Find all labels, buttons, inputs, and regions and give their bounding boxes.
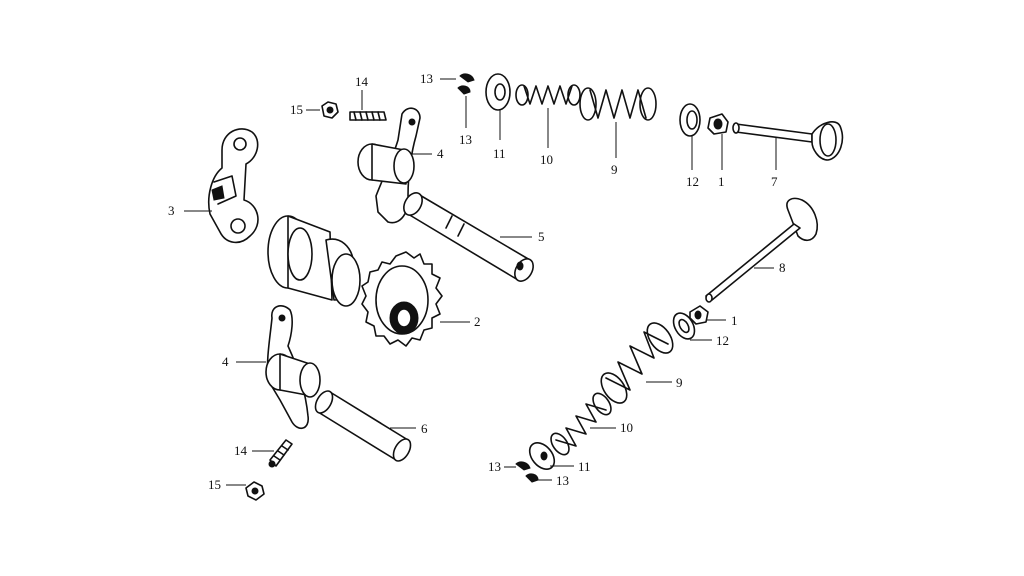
part-9-outer-spring-top	[579, 87, 657, 121]
callout-label-9-bottom: 9	[676, 375, 683, 390]
callout-1-top: 1	[718, 134, 725, 189]
callout-label-7: 7	[771, 174, 778, 189]
part-15-nut-bottom	[245, 481, 265, 501]
callout-9-top: 9	[611, 122, 618, 177]
callout-label-14-bottom: 14	[234, 443, 248, 458]
part-3-rocker-bracket	[207, 128, 259, 244]
callout-label-1-top: 1	[718, 174, 725, 189]
part-4-rocker-arm-top	[357, 107, 421, 224]
callout-label-4-top: 4	[437, 146, 444, 161]
callout-label-12-top: 12	[686, 174, 699, 189]
callout-11-bottom: 11	[550, 459, 591, 474]
part-1-stem-seal-bottom	[689, 305, 709, 325]
callout-11-top: 11	[493, 110, 506, 161]
part-5-rocker-shaft	[403, 192, 534, 282]
callout-13-bottom-b: 13	[538, 473, 569, 488]
callout-label-2: 2	[474, 314, 481, 329]
part-11-spring-retainer-bottom	[528, 442, 556, 470]
callout-label-5: 5	[538, 229, 545, 244]
callout-10-bottom: 10	[590, 420, 633, 435]
part-8-valve-bottom	[705, 197, 818, 303]
part-7-valve-top	[732, 121, 844, 161]
part-9-outer-spring-bottom	[600, 322, 674, 404]
part-2-camshaft-sprocket	[267, 215, 443, 347]
callout-13-top-a: 13	[420, 71, 456, 86]
part-14-adjusting-screw-top	[349, 111, 387, 121]
callout-2: 2	[440, 314, 481, 329]
callout-10-top: 10	[540, 108, 553, 167]
callout-1-bottom: 1	[706, 313, 738, 328]
callout-15-top: 15	[290, 102, 320, 117]
callout-label-9-top: 9	[611, 162, 618, 177]
part-14-adjusting-screw-bottom	[268, 439, 293, 468]
callout-4-bottom: 4	[222, 354, 266, 369]
part-1-stem-seal-top	[707, 113, 729, 135]
callout-label-13-bottom-b: 13	[556, 473, 569, 488]
callout-6: 6	[390, 421, 428, 436]
callout-15-bottom: 15	[208, 477, 246, 492]
callout-label-13-top-b: 13	[459, 132, 472, 147]
callout-14-top: 14	[355, 74, 369, 110]
callout-4-top: 4	[412, 146, 444, 161]
callout-8: 8	[754, 260, 786, 275]
callout-9-bottom: 9	[646, 375, 683, 390]
callout-label-11-bottom: 11	[578, 459, 591, 474]
callout-3: 3	[168, 203, 212, 218]
callout-label-12-bottom: 12	[716, 333, 729, 348]
part-4-rocker-arm-bottom	[265, 305, 321, 429]
part-13-cotter-bottom	[515, 461, 539, 483]
callout-label-14-top: 14	[355, 74, 369, 89]
callout-12-top: 12	[686, 136, 699, 189]
part-11-spring-retainer-top	[485, 73, 511, 111]
callout-14-bottom: 14	[234, 443, 274, 458]
callout-label-4-bottom: 4	[222, 354, 229, 369]
part-12-spring-seat-bottom	[672, 312, 696, 340]
callout-label-1-bottom: 1	[731, 313, 738, 328]
callout-label-15-top: 15	[290, 102, 303, 117]
callout-label-3: 3	[168, 203, 175, 218]
callout-5: 5	[500, 229, 545, 244]
part-12-spring-seat-top	[679, 103, 701, 137]
callout-13-top-b: 13	[459, 96, 472, 147]
callout-13-bottom-a: 13	[488, 459, 516, 474]
callout-7: 7	[771, 138, 778, 189]
callout-label-13-bottom-a: 13	[488, 459, 501, 474]
callout-label-6: 6	[421, 421, 428, 436]
callout-label-10-top: 10	[540, 152, 553, 167]
part-10-inner-spring-top	[515, 84, 581, 106]
part-10-inner-spring-bottom	[550, 392, 612, 456]
callout-label-13-top-a: 13	[420, 71, 433, 86]
callout-label-8: 8	[779, 260, 786, 275]
part-13-cotter-top	[457, 73, 475, 95]
callout-label-10-bottom: 10	[620, 420, 633, 435]
part-15-nut-top	[321, 101, 339, 119]
part-6-rocker-shaft	[314, 390, 412, 462]
callout-12-bottom: 12	[690, 333, 729, 348]
callout-label-15-bottom: 15	[208, 477, 221, 492]
callout-label-11-top: 11	[493, 146, 506, 161]
